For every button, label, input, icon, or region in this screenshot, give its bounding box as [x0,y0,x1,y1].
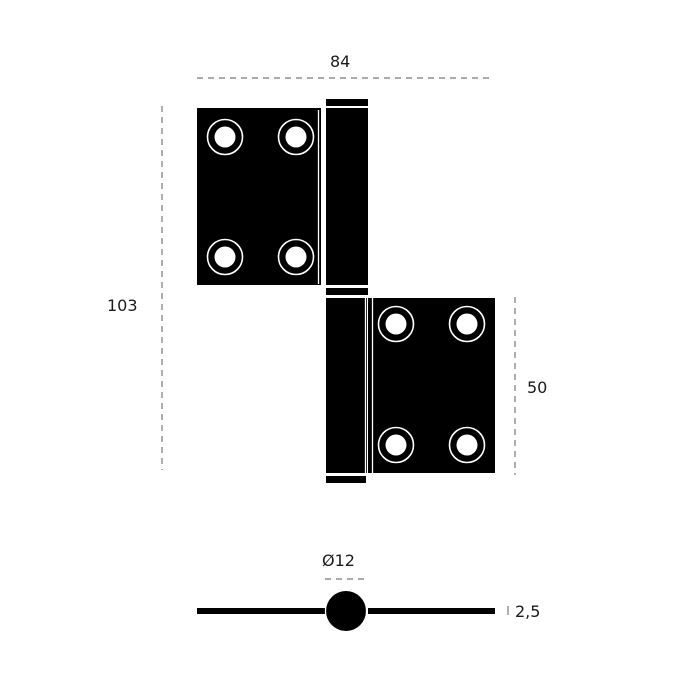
bottom-leaf-holes [377,305,486,464]
middle-knuckle-cap [326,288,368,295]
thickness-label: 2,5 [515,602,541,621]
top-leaf-holes [206,118,315,276]
profile-right-leaf [368,608,495,614]
leaf-height-label: 50 [527,378,548,397]
screw-hole-icon [377,305,415,343]
height-label: 103 [107,296,138,315]
top-knuckle [326,108,368,285]
screw-hole-icon [448,426,486,464]
bottom-knuckle [326,298,367,473]
top-leaf [197,99,369,285]
width-label: 84 [330,52,351,71]
screw-hole-icon [206,238,244,276]
side-profile [197,591,495,631]
pin-diameter-label: Ø12 [322,551,355,570]
profile-pin [326,591,366,631]
screw-hole-icon [377,426,415,464]
screw-hole-icon [277,238,315,276]
bottom-knuckle-cap [326,476,366,483]
dimension-lines [161,77,516,580]
screw-hole-icon [206,118,244,156]
bottom-leaf [326,298,495,483]
profile-left-leaf [197,608,325,614]
screw-hole-icon [277,118,315,156]
screw-hole-icon [448,305,486,343]
top-knuckle-cap [326,99,368,106]
